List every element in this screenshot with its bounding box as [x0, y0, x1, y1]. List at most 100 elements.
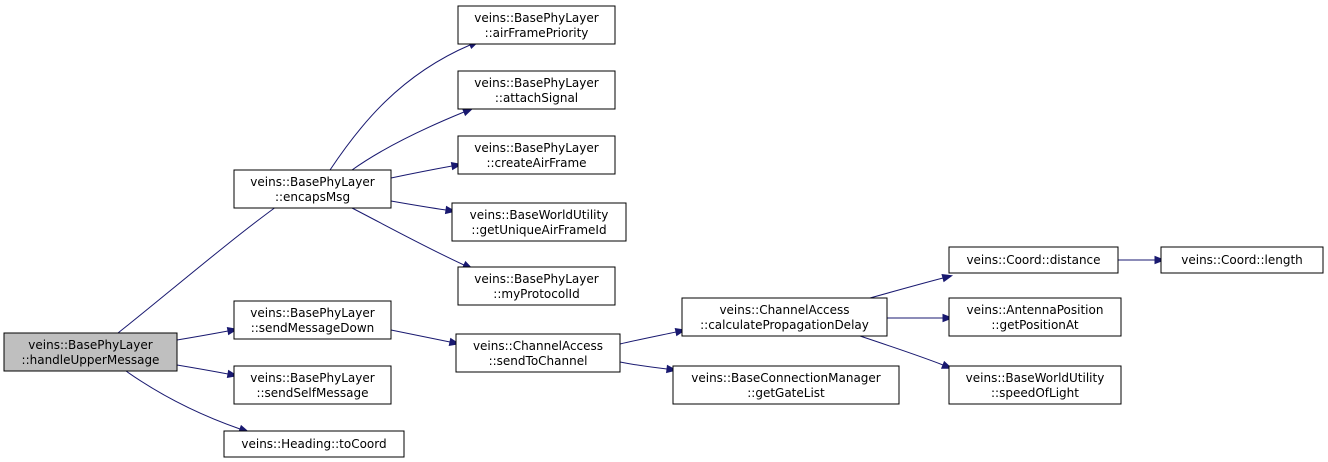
edge-line: [869, 277, 944, 299]
node-box: [451, 202, 627, 242]
node-label-line1: veins::Heading::toCoord: [241, 437, 386, 451]
node-box: [457, 70, 616, 110]
edge-line: [619, 331, 677, 345]
node-box: [233, 300, 392, 340]
node-box: [672, 365, 900, 405]
node-n15[interactable]: veins::BaseWorldUtility::speedOfLight: [948, 365, 1122, 405]
node-box: [948, 246, 1119, 274]
node-label-line1: veins::BasePhyLayer: [250, 175, 374, 189]
node-label-line1: veins::ChannelAccess: [719, 303, 849, 317]
node-box: [457, 266, 616, 306]
node-box: [223, 430, 405, 458]
node-n7[interactable]: veins::BasePhyLayer::createAirFrame: [457, 135, 616, 175]
node-n1[interactable]: veins::BasePhyLayer::encapsMsg: [233, 169, 392, 209]
node-label-line1: veins::Coord::length: [1181, 253, 1303, 267]
node-label-line2: ::sendMessageDown: [251, 321, 375, 335]
node-label-line1: veins::BasePhyLayer: [250, 371, 374, 385]
node-box: [948, 365, 1122, 405]
node-label-line1: veins::ChannelAccess: [473, 339, 603, 353]
node-label-line1: veins::BasePhyLayer: [28, 338, 152, 352]
edge-n0-n3: [176, 364, 239, 379]
node-label-line1: veins::Coord::distance: [966, 253, 1100, 267]
node-box: [948, 297, 1122, 337]
edge-line: [390, 200, 447, 211]
node-label-line2: ::getPositionAt: [991, 318, 1079, 332]
edge-line: [351, 111, 465, 171]
node-label-line2: ::sendSelfMessage: [256, 386, 368, 400]
node-n2[interactable]: veins::BasePhyLayer::sendMessageDown: [233, 300, 392, 340]
node-box: [3, 332, 178, 372]
node-n3[interactable]: veins::BasePhyLayer::sendSelfMessage: [233, 365, 392, 405]
node-n8[interactable]: veins::BaseWorldUtility::getUniqueAirFra…: [451, 202, 627, 242]
edge-n1-n8: [390, 200, 457, 215]
node-n16[interactable]: veins::Coord::length: [1160, 246, 1324, 274]
node-label-line1: veins::BasePhyLayer: [250, 306, 374, 320]
node-n5[interactable]: veins::BasePhyLayer::airFramePriority: [457, 5, 616, 45]
node-label-line1: veins::BasePhyLayer: [474, 141, 598, 155]
edge-line: [390, 329, 451, 343]
edge-line: [176, 364, 229, 375]
node-n6[interactable]: veins::BasePhyLayer::attachSignal: [457, 70, 616, 110]
node-box: [681, 297, 888, 337]
edge-line: [390, 165, 453, 179]
edge-n0-n2: [176, 326, 239, 341]
edge-n13-n16: [1118, 255, 1166, 265]
edge-n11-n15: [859, 335, 953, 369]
node-label-line2: ::createAirFrame: [486, 156, 586, 170]
arrowhead-icon: [941, 274, 954, 283]
arrowhead-icon: [942, 313, 954, 323]
node-label-line1: veins::BasePhyLayer: [474, 76, 598, 90]
node-label-line1: veins::BaseConnectionManager: [691, 371, 881, 385]
node-label-line1: veins::BasePhyLayer: [474, 11, 598, 25]
node-n14[interactable]: veins::AntennaPosition::getPositionAt: [948, 297, 1122, 337]
edge-line: [125, 370, 241, 430]
node-n0[interactable]: veins::BasePhyLayer::handleUpperMessage: [3, 332, 178, 372]
edge-n1-n5: [329, 40, 480, 171]
node-label-line1: veins::BaseWorldUtility: [966, 371, 1105, 385]
node-n12[interactable]: veins::BaseConnectionManager::getGateLis…: [672, 365, 900, 405]
edge-line: [619, 361, 668, 370]
edge-line: [176, 330, 229, 341]
nodes-layer: veins::BasePhyLayer::handleUpperMessagev…: [3, 5, 1324, 458]
node-label-line2: ::attachSignal: [495, 91, 578, 105]
node-n13[interactable]: veins::Coord::distance: [948, 246, 1119, 274]
edge-n0-n4: [125, 370, 250, 433]
edge-n2-n10: [390, 329, 461, 347]
arrowhead-icon: [461, 108, 474, 117]
node-n11[interactable]: veins::ChannelAccess::calculatePropagati…: [681, 297, 888, 337]
node-label-line1: veins::BasePhyLayer: [474, 272, 598, 286]
edge-line: [351, 207, 465, 266]
node-box: [457, 135, 616, 175]
arrowhead-icon: [1154, 255, 1166, 265]
edges-layer: [117, 40, 1166, 433]
node-n4[interactable]: veins::Heading::toCoord: [223, 430, 405, 458]
edge-line: [859, 335, 944, 366]
node-label-line2: ::calculatePropagationDelay: [700, 318, 869, 332]
node-box: [233, 169, 392, 209]
node-label-line2: ::airFramePriority: [485, 26, 589, 40]
edge-n10-n11: [619, 327, 687, 345]
edge-n1-n7: [390, 161, 463, 179]
node-label-line2: ::handleUpperMessage: [22, 353, 160, 367]
node-label-line2: ::myProtocolId: [493, 287, 579, 301]
node-label-line2: ::sendToChannel: [489, 354, 588, 368]
node-n9[interactable]: veins::BasePhyLayer::myProtocolId: [457, 266, 616, 306]
node-label-line2: ::getGateList: [747, 386, 825, 400]
node-box: [457, 5, 616, 45]
node-label-line1: veins::AntennaPosition: [967, 303, 1104, 317]
edge-n10-n12: [619, 361, 678, 374]
edge-n11-n13: [869, 274, 954, 299]
edge-line: [329, 44, 471, 171]
node-label-line2: ::getUniqueAirFrameId: [471, 223, 606, 237]
node-label-line2: ::encapsMsg: [275, 190, 350, 204]
node-box: [233, 365, 392, 405]
edge-line: [117, 203, 281, 334]
arrowhead-icon: [666, 364, 678, 374]
node-box: [1160, 246, 1324, 274]
node-label-line2: ::speedOfLight: [991, 386, 1079, 400]
node-n10[interactable]: veins::ChannelAccess::sendToChannel: [455, 333, 621, 373]
edge-n11-n14: [887, 313, 954, 323]
node-box: [455, 333, 621, 373]
node-label-line1: veins::BaseWorldUtility: [470, 208, 609, 222]
